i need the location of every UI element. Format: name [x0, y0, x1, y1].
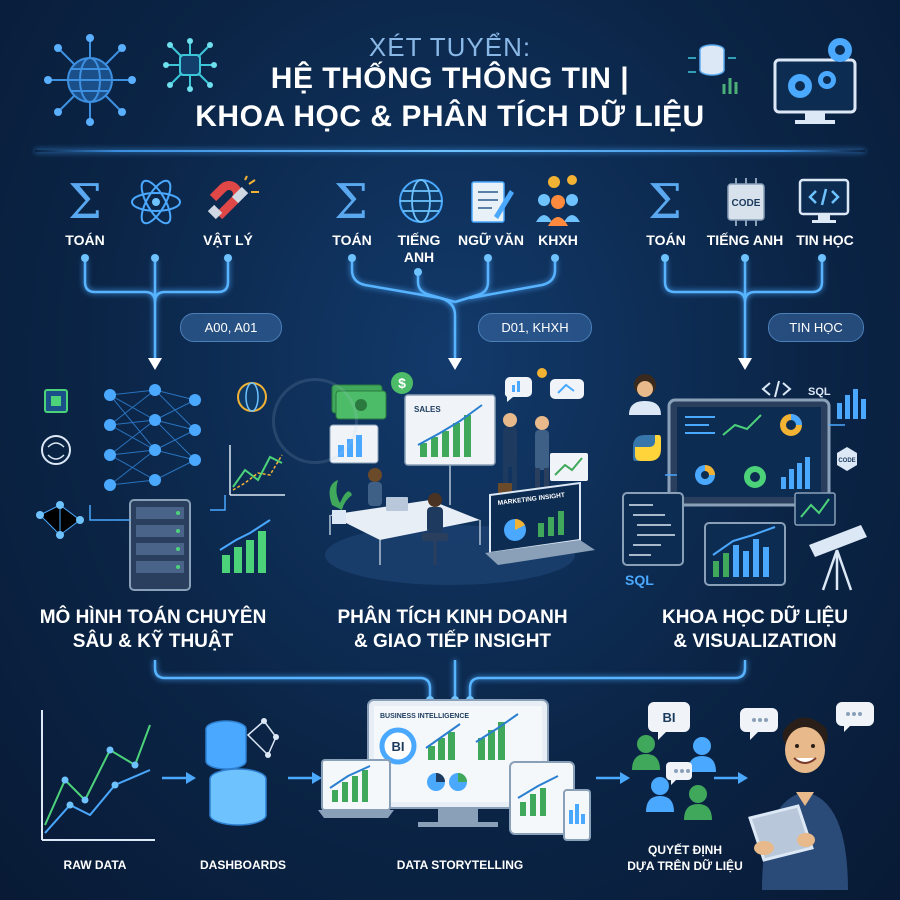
- col1-title-line2: SÂU & KỸ THUẬT: [72, 631, 234, 652]
- raw-data-chart-icon: [41, 710, 155, 841]
- col3-subject-tinhoc: TIN HỌC: [796, 232, 854, 248]
- col1-title-line1: MÔ HÌNH TOÁN CHUYÊN: [39, 607, 267, 628]
- col1-magnet-icon: [205, 175, 261, 237]
- bi-panel-header: BUSINESS INTELLIGENCE: [380, 713, 469, 720]
- col3-code-label: CODE: [838, 458, 855, 464]
- pipeline-storytelling-label: DATA STORYTELLING: [396, 858, 524, 872]
- decision-people-illustration: BI: [632, 702, 716, 820]
- header-gears-monitor-icon: [765, 30, 865, 135]
- col3-datascience-illustration: SQL SQL CODE: [622, 374, 867, 591]
- bi-devices-illustration: BUSINESS INTELLIGENCE BI: [318, 699, 591, 841]
- col3-combo-badge: TIN HỌC: [768, 313, 864, 342]
- col1-subject-toan: TOÁN: [65, 232, 105, 248]
- col2-subject-tienganh-text: TIẾNG ANH: [397, 232, 441, 265]
- col3-title-line1: KHOA HỌC DỮ LIỆU: [661, 607, 849, 628]
- analyst-with-tablet-illustration: [740, 702, 874, 890]
- pipeline-decision-line2: DỰA TRÊN DỮ LIỆU: [627, 859, 743, 873]
- col3-subject-tienganh: TIẾNG ANH: [706, 232, 784, 248]
- col2-combo-badge: D01, KHXH: [478, 313, 592, 342]
- col2-title-line1: PHÂN TÍCH KINH DOANH: [337, 607, 568, 628]
- header-line2: HỆ THỐNG THÔNG TIN |: [270, 62, 630, 95]
- col2-sales-label: SALES: [414, 405, 441, 414]
- col3-sigma-icon: Σ: [648, 174, 682, 230]
- col2-subject-nguvan: NGỮ VĂN: [457, 232, 525, 248]
- pipeline-raw-data-label: RAW DATA: [63, 858, 127, 872]
- bi-panel-badge: BI: [392, 739, 405, 754]
- col3-subject-toan: TOÁN: [646, 232, 686, 248]
- col1-neural-network-illustration: [36, 382, 285, 591]
- pipeline-decision-label: QUYẾT ĐỊNH DỰA TRÊN DỮ LIỆU: [620, 842, 750, 874]
- header-divider: [35, 150, 865, 152]
- col2-notepad-icon: [466, 176, 516, 231]
- header-circuit-icon: [160, 35, 220, 100]
- col3-code-monitor-icon: [798, 178, 850, 231]
- header-globe-network-icon: [40, 30, 140, 135]
- col2-globe-icon: [396, 176, 446, 231]
- col1-sigma-icon: Σ: [68, 174, 102, 230]
- col3-sql-label-bottom: SQL: [625, 572, 654, 588]
- col3-code-chip-icon: CODE: [722, 178, 770, 231]
- header-line1: XÉT TUYỂN:: [368, 32, 532, 62]
- col3-title-line2: & VISUALIZATION: [673, 631, 837, 652]
- col1-atom-icon: [128, 174, 184, 235]
- col2-title: PHÂN TÍCH KINH DOANH & GIAO TIẾP INSIGHT: [305, 606, 600, 654]
- header-database-icon: [682, 38, 742, 103]
- col1-combo-badge: A00, A01: [180, 313, 282, 342]
- col1-subject-vatly: VẬT LÝ: [203, 232, 253, 248]
- col3-sql-label-top: SQL: [808, 386, 831, 398]
- col2-sigma-icon: Σ: [334, 174, 368, 230]
- svg-text:CODE: CODE: [732, 198, 761, 209]
- header-line3: KHOA HỌC & PHÂN TÍCH DỮ LIỆU: [195, 100, 705, 133]
- svg-text:$: $: [398, 375, 406, 391]
- col1-title: MÔ HÌNH TOÁN CHUYÊN SÂU & KỸ THUẬT: [8, 606, 298, 654]
- pipeline-dashboards-label: DASHBOARDS: [199, 858, 286, 872]
- dashboards-database-icon: [205, 718, 279, 826]
- col2-title-line2: & GIAO TIẾP INSIGHT: [353, 631, 552, 652]
- decision-bubble-bi: BI: [663, 710, 676, 725]
- col2-subject-tienganh: TIẾNG ANH: [390, 232, 448, 266]
- col2-subject-toan: TOÁN: [332, 232, 372, 248]
- col2-people-gears-icon: [530, 172, 588, 233]
- col3-title: KHOA HỌC DỮ LIỆU & VISUALIZATION: [615, 606, 895, 654]
- faint-emblem: [272, 378, 358, 464]
- col2-subject-khxh: KHXH: [538, 232, 578, 248]
- pipeline-decision-line1: QUYẾT ĐỊNH: [647, 843, 722, 857]
